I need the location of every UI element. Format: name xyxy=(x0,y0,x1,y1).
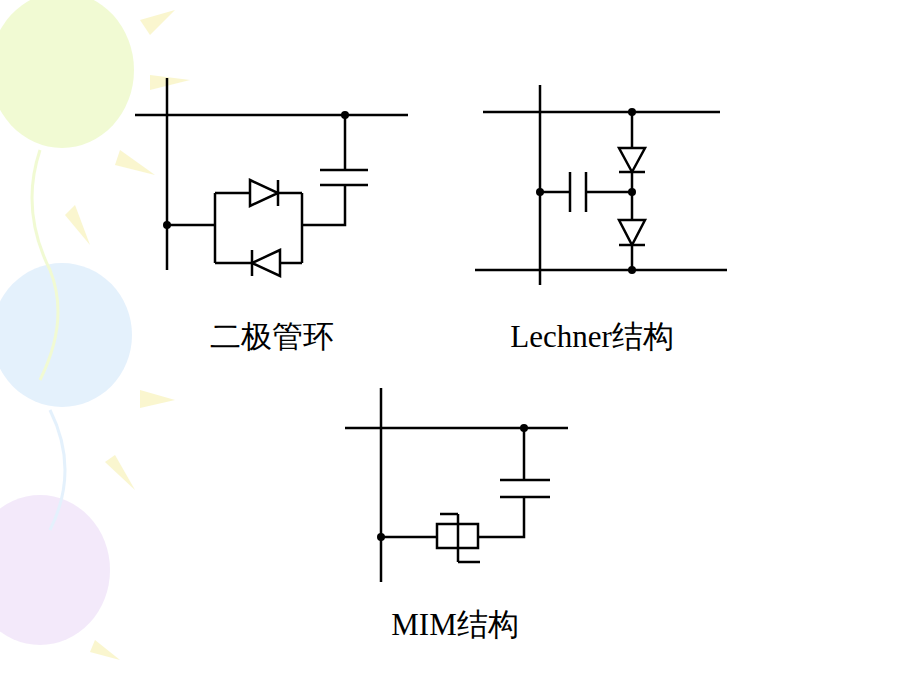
mim-circuit xyxy=(345,388,568,582)
circuit-caption: 二极管环 xyxy=(210,319,334,355)
diode-ring-circuit xyxy=(135,78,408,276)
lechner-circuit xyxy=(475,85,727,285)
circuit-caption: MIM结构 xyxy=(391,607,518,643)
balloon-decor xyxy=(0,0,190,660)
circuit-caption: Lechner结构 xyxy=(510,319,674,355)
